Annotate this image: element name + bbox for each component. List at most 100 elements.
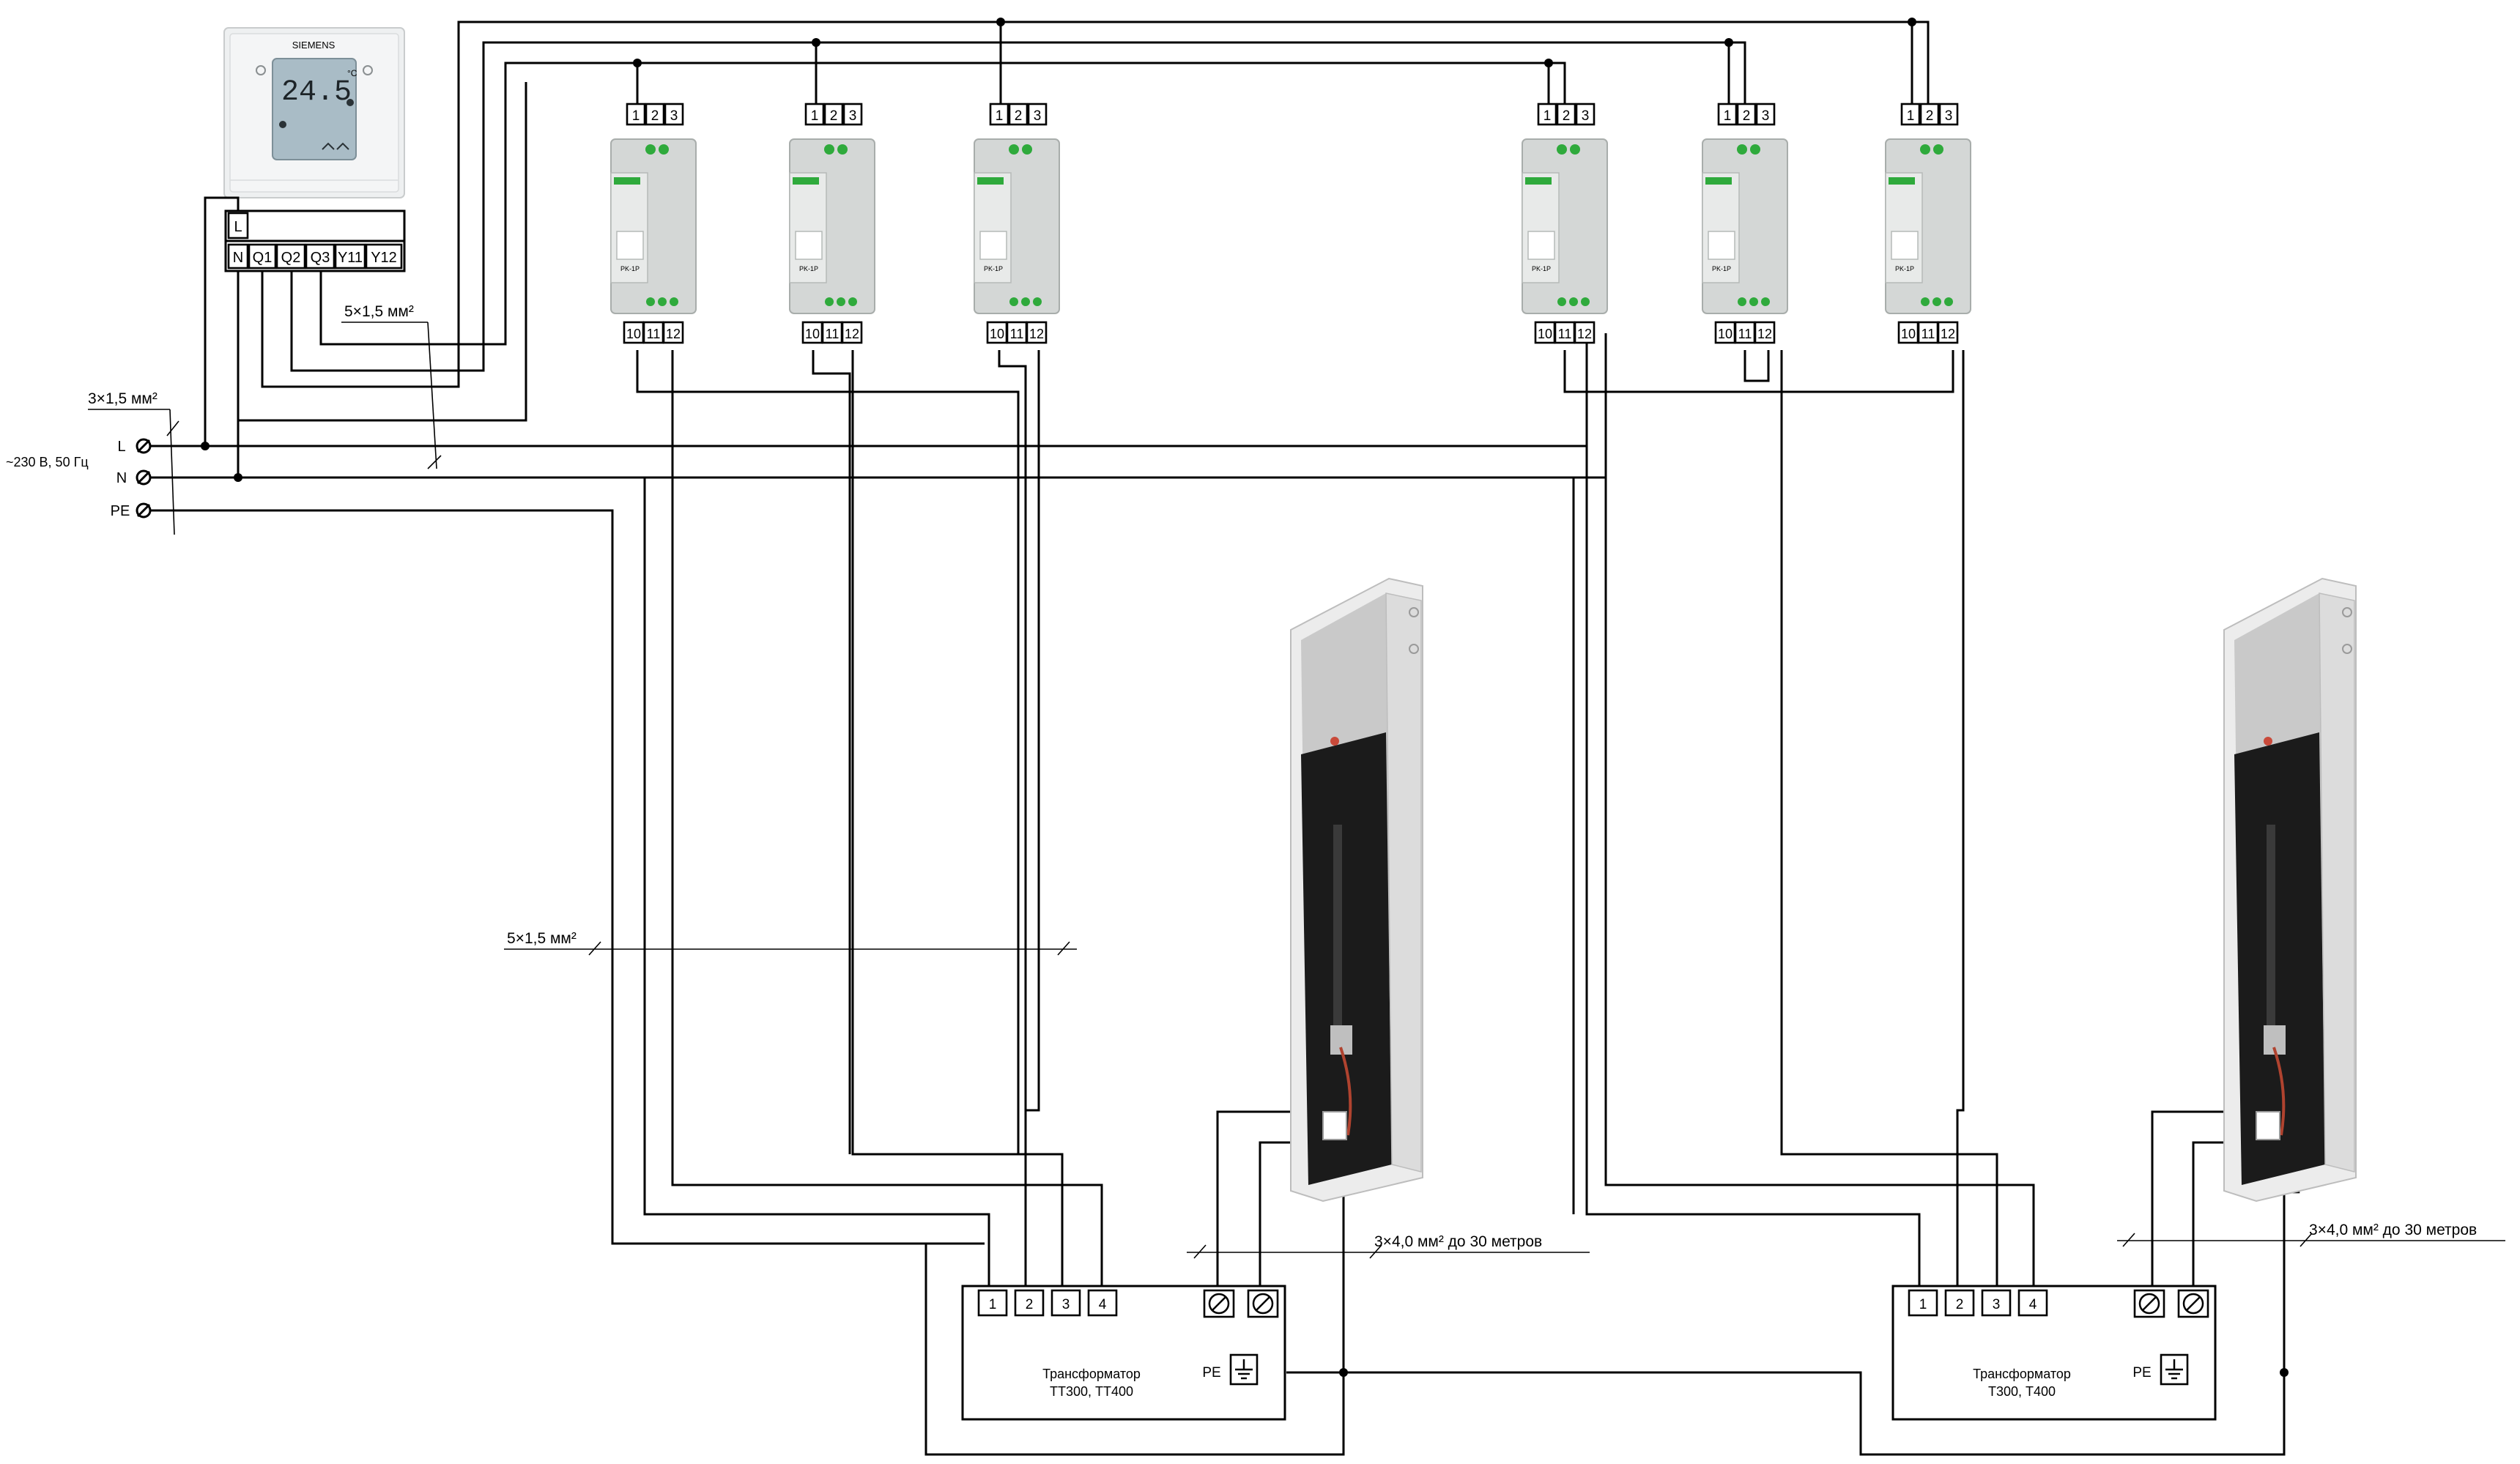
output-terminal-icon xyxy=(1203,1289,1235,1318)
fan-icon xyxy=(322,142,349,150)
relay-input-terminal xyxy=(664,103,684,126)
relay-led-icon xyxy=(1920,144,1930,155)
thermostat-terminal-L: L xyxy=(234,219,242,235)
relay-output-terminal-label: 11 xyxy=(826,327,840,341)
junction-dot xyxy=(1908,18,1916,26)
snowflake-icon xyxy=(279,121,286,128)
relay-model-label: PK-1P xyxy=(799,265,818,272)
relay-input-terminal xyxy=(989,103,1009,126)
relay-input-terminal xyxy=(1027,103,1048,126)
relay-output-terminal-label: 10 xyxy=(1538,327,1552,341)
thermostat-terminal-label: Q3 xyxy=(311,250,330,266)
wire-relay-out-right-b xyxy=(1743,350,1770,382)
convector-right xyxy=(2223,577,2357,1203)
transformer-input-terminal xyxy=(977,1289,1008,1317)
relay-input-terminal-label: 2 xyxy=(1563,108,1571,124)
relay-input-terminal xyxy=(842,103,863,126)
junction-dot xyxy=(1339,1368,1348,1377)
wire-Q2-bus xyxy=(290,41,1746,372)
relay-input-terminal-label: 2 xyxy=(1743,108,1751,124)
relay-input-terminal xyxy=(823,103,844,126)
relay-output-terminal xyxy=(821,321,843,344)
relay-input-terminal xyxy=(1938,103,1959,126)
convector-right-junction-box xyxy=(2256,1111,2280,1140)
relay-input-terminal-label: 3 xyxy=(670,108,678,124)
junction-dot xyxy=(2280,1368,2289,1377)
transformer-input-terminal xyxy=(1087,1289,1118,1317)
transformer-input-terminal-label: 2 xyxy=(1026,1297,1034,1312)
relay-input-terminal xyxy=(1008,103,1029,126)
wire-N-bus xyxy=(150,333,1607,479)
transformer-input-terminal xyxy=(1944,1289,1975,1317)
thermostat-terminal-label: N xyxy=(233,250,243,266)
relay-model-label: PK-1P xyxy=(1532,265,1551,272)
transformer-box xyxy=(961,1285,1286,1421)
wire-to-T2-4 xyxy=(1604,478,2035,1290)
wire-to-T2-1 xyxy=(1585,446,1921,1290)
transformer-input-terminal-label: 2 xyxy=(1956,1297,1964,1312)
wire-to-T1-1 xyxy=(643,478,990,1290)
relay-output-terminal-label: 10 xyxy=(1901,327,1916,341)
relay-output-terminal-label: 10 xyxy=(626,327,641,341)
thermostat-display-value: 24.5 xyxy=(281,76,352,109)
wire-ground-left xyxy=(924,1188,1345,1456)
relay-output-terminal xyxy=(1534,321,1556,344)
relay-output-terminal-label: 12 xyxy=(1757,327,1772,341)
transformer-input-terminal xyxy=(1014,1289,1045,1317)
relay-output-terminal xyxy=(986,321,1008,344)
sun-icon xyxy=(346,99,354,106)
relay-input-terminal-label: 3 xyxy=(1945,108,1953,124)
relay-output-terminal-label: 11 xyxy=(647,327,661,341)
output-terminal-icon xyxy=(1247,1289,1279,1318)
thermostat-terminal xyxy=(248,243,277,270)
relay-output-terminal-label: 12 xyxy=(845,327,859,341)
relay-led-icon xyxy=(1557,144,1567,155)
relay-input-terminal-label: 1 xyxy=(811,108,819,124)
thermostat-display xyxy=(272,58,357,160)
transformer-input-terminal-label: 1 xyxy=(989,1297,997,1312)
relay-input-terminal-label: 1 xyxy=(1907,108,1915,124)
wire-to-T1-4 xyxy=(671,350,1103,1290)
relay-input-terminal-label: 2 xyxy=(1015,108,1023,124)
cable-label-heater-right: 3×4,0 мм² до 30 метров xyxy=(2309,1222,2477,1238)
relay-input-terminal xyxy=(804,103,825,126)
wire-N-to-right xyxy=(590,476,1575,1214)
relay-output-terminal xyxy=(841,321,863,344)
cable-label-control-top: 5×1,5 мм² xyxy=(344,303,414,320)
transformer-input-terminal-label: 3 xyxy=(1993,1297,2001,1312)
relay-input-terminal xyxy=(1900,103,1921,126)
wire-to-T1-2 xyxy=(1024,350,1040,1290)
relay-output-terminal xyxy=(642,321,664,344)
relay-input-terminal-label: 1 xyxy=(996,108,1004,124)
relay-input-terminal-label: 3 xyxy=(1582,108,1590,124)
relay-model-label: PK-1P xyxy=(1712,265,1731,272)
thermostat-terminal-label: Y12 xyxy=(371,250,397,266)
relay-output-terminal-label: 12 xyxy=(1577,327,1592,341)
relay-input-terminal-label: 3 xyxy=(1034,108,1042,124)
relay-output-terminal xyxy=(662,321,684,344)
relay-output-terminal-label: 12 xyxy=(1029,327,1044,341)
junction-dot xyxy=(1544,59,1553,67)
wire-PE-left xyxy=(150,509,985,1245)
mode-button-icon xyxy=(256,65,266,75)
wire-Q1-bus xyxy=(261,21,1930,388)
thermostat-terminal xyxy=(227,243,249,270)
relay-input-terminal xyxy=(626,103,646,126)
ground-icon xyxy=(2160,1353,2189,1386)
relay-output-terminal xyxy=(1917,321,1939,344)
relay-output-terminal-label: 10 xyxy=(990,327,1004,341)
relay-output-terminal-label: 11 xyxy=(1010,327,1024,341)
ground-icon xyxy=(1229,1353,1259,1386)
relay-output-terminal-label: 10 xyxy=(1718,327,1732,341)
transformer-input-terminal-label: 4 xyxy=(2029,1297,2037,1312)
cable-label-heater-left: 3×4,0 мм² до 30 метров xyxy=(1374,1233,1542,1250)
convector-left xyxy=(1290,577,1423,1203)
transformer-pe-label: PE xyxy=(2132,1365,2151,1381)
relay-input-terminal-label: 1 xyxy=(1724,108,1732,124)
relay-output-terminal xyxy=(1554,321,1576,344)
